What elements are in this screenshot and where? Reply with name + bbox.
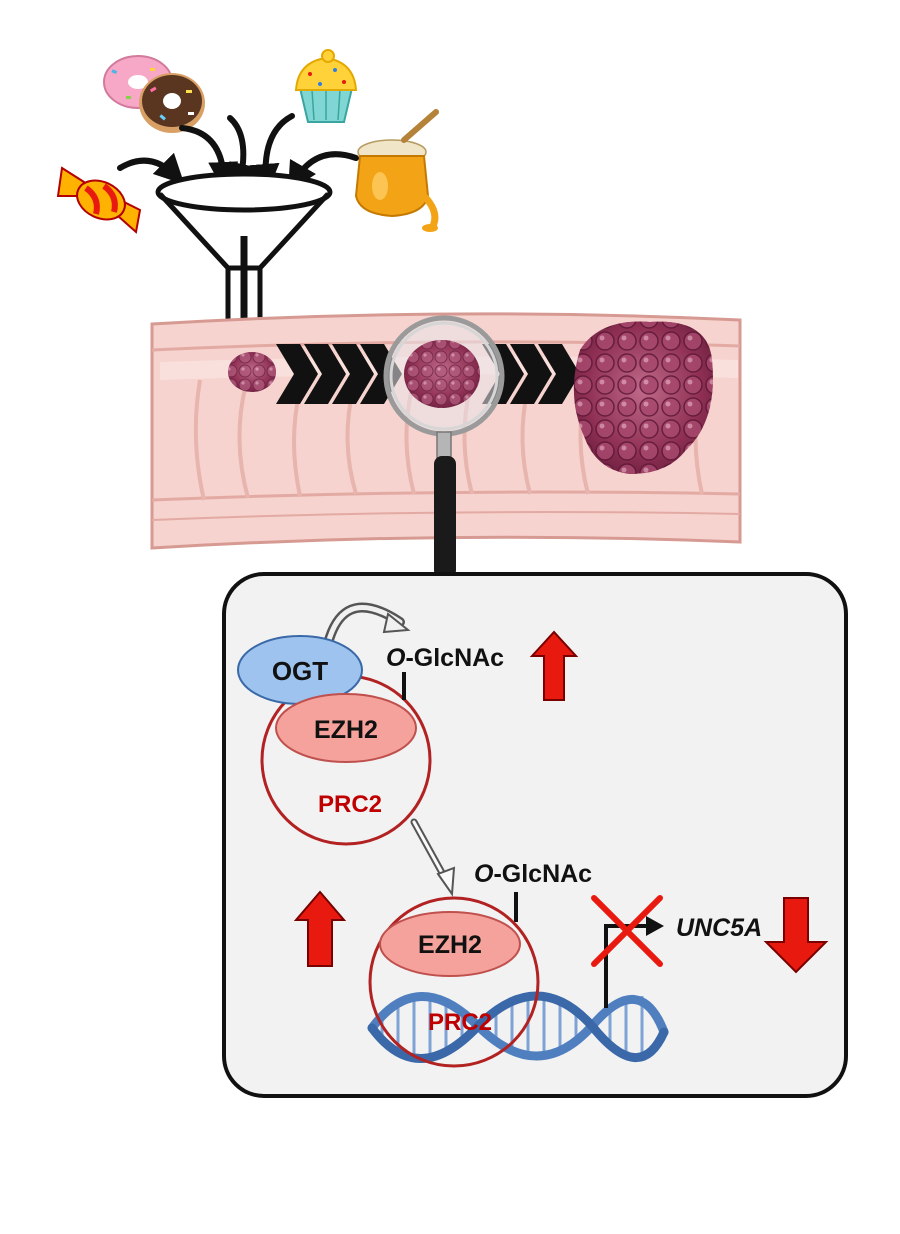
oglcnac-bottom-label: O-GlcNAc [474, 860, 592, 888]
large-tumor [573, 321, 713, 474]
oglcnac-top-label: O-GlcNAc [386, 644, 504, 672]
progression-chevrons-1 [276, 344, 402, 404]
ezh2-top-label: EZH2 [314, 716, 378, 744]
candy-icon [56, 166, 142, 234]
translocation-arrow [410, 818, 456, 897]
increase-arrow-top [529, 630, 579, 701]
honey-jar-icon [354, 109, 439, 232]
ogt-label: OGT [272, 656, 328, 686]
prc2-bottom-label: PRC2 [428, 1009, 492, 1036]
small-polyp [228, 352, 276, 392]
chocolate-donut-icon [139, 73, 205, 133]
cupcake-icon [294, 49, 358, 123]
ogt-transfer-arrow [321, 602, 411, 657]
increase-arrow-bottom [293, 890, 347, 967]
gene-label: UNC5A [676, 914, 762, 942]
magnifier-icon [383, 315, 505, 578]
ezh2-node-bottom: EZH2 [379, 911, 521, 977]
ezh2-bottom-label: EZH2 [418, 931, 482, 959]
prc2-top-label: PRC2 [318, 791, 382, 818]
ezh2-node-top: EZH2 [275, 693, 417, 763]
decrease-arrow [763, 897, 829, 974]
blocked-transcription-x-icon [591, 895, 663, 967]
prc2-ring-bottom [368, 896, 540, 1068]
